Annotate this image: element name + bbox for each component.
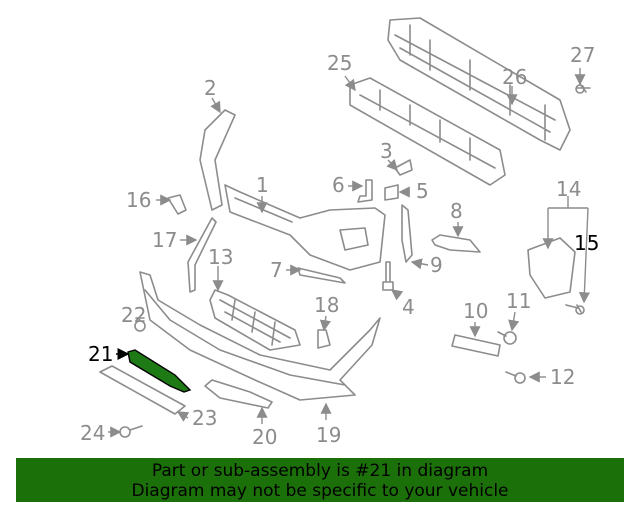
part-3-clip bbox=[394, 159, 413, 176]
callout-13: 13 bbox=[208, 245, 233, 269]
callout-8: 8 bbox=[450, 199, 463, 223]
part-9-strip bbox=[401, 204, 413, 263]
leader-lines bbox=[108, 68, 591, 438]
part-17-side-bracket bbox=[187, 217, 217, 293]
part-6-pin bbox=[357, 179, 373, 203]
callout-2: 2 bbox=[204, 76, 217, 100]
callout-labels: 25 26 27 2 1 3 5 6 16 17 8 9 7 13 4 14 1… bbox=[80, 43, 599, 449]
part-25-energy-absorber bbox=[349, 77, 506, 186]
part-15-screw bbox=[565, 304, 585, 315]
part-2-bracket bbox=[199, 109, 236, 211]
part-26-bumper-reinforcement bbox=[387, 17, 571, 151]
part-14-splash-shield bbox=[527, 237, 576, 299]
part-5-pad bbox=[384, 184, 399, 201]
part-16-bracket bbox=[167, 194, 187, 215]
callout-18: 18 bbox=[314, 293, 339, 317]
callout-17: 17 bbox=[152, 228, 177, 252]
part-19-lower-cover bbox=[139, 271, 381, 401]
callout-20: 20 bbox=[252, 425, 277, 449]
part-23-license-plate-bracket bbox=[99, 365, 186, 415]
callout-25: 25 bbox=[327, 51, 352, 75]
callout-10: 10 bbox=[463, 299, 488, 323]
info-banner: Part or sub-assembly is #21 in diagram D… bbox=[16, 458, 624, 502]
callout-5: 5 bbox=[416, 179, 429, 203]
part-27-bolt bbox=[575, 83, 591, 94]
callout-26: 26 bbox=[502, 65, 527, 89]
callout-14: 14 bbox=[556, 177, 581, 201]
banner-line-2: Diagram may not be specific to your vehi… bbox=[131, 481, 509, 501]
part-21-highlighted bbox=[127, 349, 192, 393]
callout-1: 1 bbox=[256, 173, 269, 197]
part-11-bolt bbox=[497, 331, 517, 345]
callout-4: 4 bbox=[402, 295, 415, 319]
part-20-trim-strip bbox=[204, 379, 273, 409]
callout-15: 15 bbox=[574, 231, 599, 255]
part-8-bracket bbox=[431, 234, 481, 253]
callout-23: 23 bbox=[192, 406, 217, 430]
banner-line-1: Part or sub-assembly is #21 in diagram bbox=[151, 461, 489, 481]
callout-9: 9 bbox=[430, 253, 443, 277]
callout-7: 7 bbox=[270, 258, 283, 282]
callout-22: 22 bbox=[121, 303, 146, 327]
part-13-grille bbox=[209, 289, 301, 351]
callout-24: 24 bbox=[80, 421, 105, 445]
part-12-screw bbox=[505, 371, 526, 384]
callout-12: 12 bbox=[550, 365, 575, 389]
callout-16: 16 bbox=[126, 188, 151, 212]
callout-6: 6 bbox=[332, 173, 345, 197]
part-10-reflector bbox=[451, 334, 501, 357]
callout-3: 3 bbox=[380, 139, 393, 163]
callout-27: 27 bbox=[570, 43, 595, 67]
callout-19: 19 bbox=[316, 423, 341, 447]
callout-21-highlighted: 21 bbox=[88, 342, 113, 366]
part-7-trim bbox=[297, 267, 346, 284]
part-22-clip bbox=[134, 317, 146, 332]
part-4-bolt bbox=[382, 261, 394, 291]
part-24-screw bbox=[119, 425, 143, 438]
part-18-bracket bbox=[317, 329, 331, 349]
callout-11: 11 bbox=[506, 289, 531, 313]
part-1-bumper-cover bbox=[224, 184, 386, 271]
